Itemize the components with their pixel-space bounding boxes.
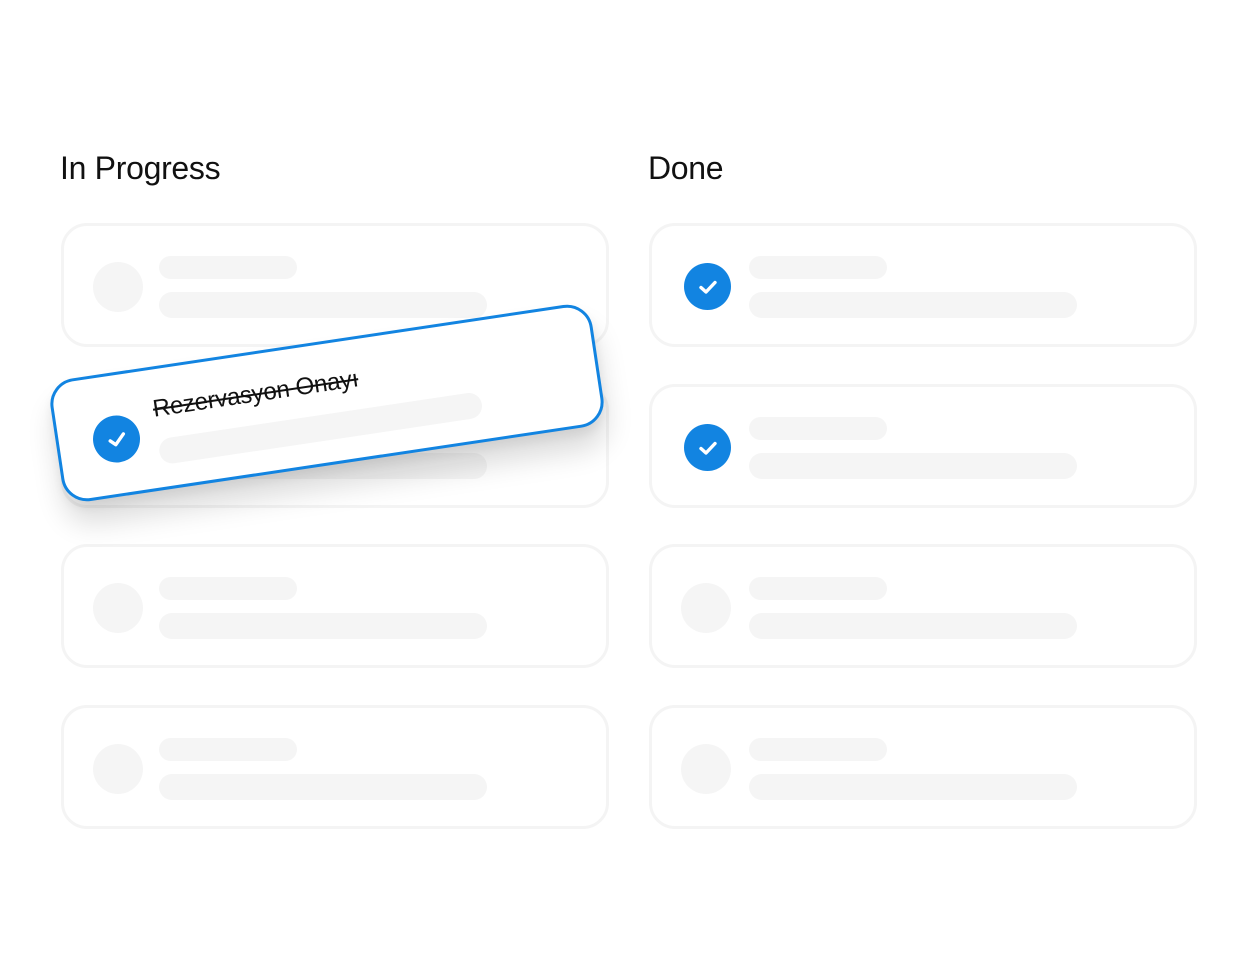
title-placeholder: [749, 738, 887, 761]
column-title-in-progress: In Progress: [60, 150, 221, 186]
task-card-done[interactable]: [649, 384, 1197, 508]
subtitle-placeholder: [749, 292, 1077, 318]
title-placeholder: [749, 417, 887, 440]
subtitle-placeholder: [159, 774, 487, 800]
avatar-placeholder: [93, 583, 143, 633]
task-card-done[interactable]: [649, 223, 1197, 347]
task-card-placeholder[interactable]: [61, 544, 609, 668]
task-card-placeholder[interactable]: [649, 544, 1197, 668]
check-circle-icon[interactable]: [89, 412, 144, 466]
check-circle-icon: [684, 424, 731, 471]
title-placeholder: [159, 256, 297, 279]
title-placeholder: [749, 256, 887, 279]
subtitle-placeholder: [749, 774, 1077, 800]
dragged-task-card[interactable]: Rezervasyon Onayı: [46, 301, 608, 505]
avatar-placeholder: [93, 744, 143, 794]
task-card-placeholder[interactable]: [61, 223, 609, 347]
title-placeholder: [159, 738, 297, 761]
task-card-placeholder[interactable]: [649, 705, 1197, 829]
subtitle-placeholder: [749, 453, 1077, 479]
check-circle-icon: [684, 263, 731, 310]
column-title-done: Done: [648, 150, 724, 186]
subtitle-placeholder: [749, 613, 1077, 639]
title-placeholder: [159, 577, 297, 600]
subtitle-placeholder: [159, 292, 487, 318]
subtitle-placeholder: [159, 613, 487, 639]
task-card-placeholder[interactable]: [61, 705, 609, 829]
avatar-placeholder: [93, 262, 143, 312]
title-placeholder: [749, 577, 887, 600]
avatar-placeholder: [681, 583, 731, 633]
avatar-placeholder: [681, 744, 731, 794]
